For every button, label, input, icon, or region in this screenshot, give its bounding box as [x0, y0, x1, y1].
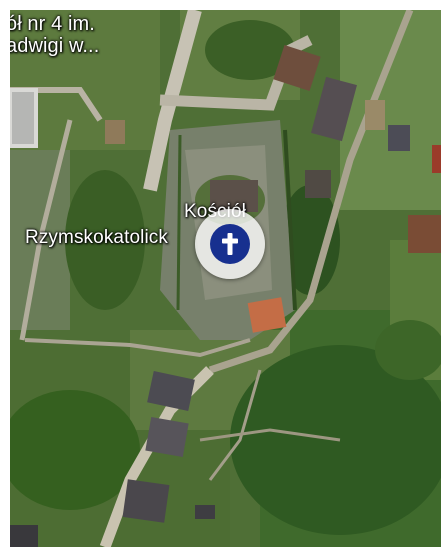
church-marker-badge [210, 224, 250, 264]
satellite-imagery [10, 10, 441, 547]
school-label-line2[interactable]: adwigi w... [10, 35, 100, 57]
school-label-line1[interactable]: ół nr 4 im. [10, 13, 95, 35]
cross-icon [222, 233, 238, 255]
church-place-marker[interactable] [195, 209, 265, 279]
church-label-line2[interactable]: Rzymskokatolick [25, 227, 168, 248]
satellite-map[interactable]: ół nr 4 im. adwigi w... Kościół Rzymskok… [10, 10, 441, 547]
